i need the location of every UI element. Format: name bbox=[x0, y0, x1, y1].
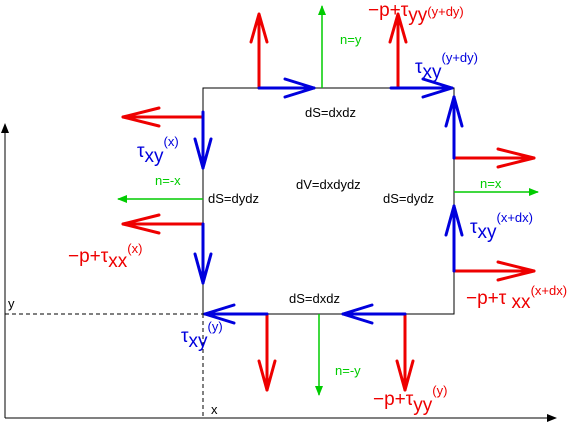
normal-bottom-label: n=-y bbox=[335, 363, 361, 378]
left-face-label: dS=dydz bbox=[208, 191, 259, 206]
blue-arrow-right-upper bbox=[444, 95, 464, 160]
top-face-label: dS=dxdz bbox=[305, 105, 356, 120]
red-arrow-bottom-right bbox=[395, 312, 415, 392]
volume-label: dV=dxdydz bbox=[296, 177, 361, 192]
tau-right-label: τxy(x+dx) bbox=[470, 210, 533, 243]
red-arrow-right-upper bbox=[452, 147, 536, 169]
tau-top-label: τxy(y+dy) bbox=[415, 50, 478, 83]
blue-arrow-right-lower bbox=[444, 204, 464, 273]
p-top-label: −p+τyy(y+dy) bbox=[368, 0, 464, 26]
p-bottom-label: −p+τyy(y) bbox=[373, 383, 447, 416]
tau-left-label: τxy(x) bbox=[137, 134, 179, 167]
normal-right-label: n=x bbox=[480, 176, 502, 191]
fluid-element bbox=[202, 87, 455, 315]
normal-top-label: n=y bbox=[340, 32, 362, 47]
right-face-label: dS=dydz bbox=[383, 191, 434, 206]
red-arrow-right-lower bbox=[452, 260, 536, 282]
blue-arrow-top-right bbox=[389, 77, 454, 99]
red-arrow-left-lower bbox=[121, 213, 205, 235]
blue-arrow-left-lower bbox=[193, 222, 213, 285]
red-arrow-bottom-left bbox=[257, 312, 277, 392]
red-arrow-top-left bbox=[249, 12, 269, 90]
blue-arrow-bottom-left bbox=[203, 303, 269, 325]
blue-arrow-top-left bbox=[257, 77, 316, 99]
blue-arrow-bottom-right bbox=[341, 303, 407, 325]
p-right-label: −p+τ xx(x+dx) bbox=[466, 283, 567, 313]
tau-bottom-label: τxy(y) bbox=[181, 319, 223, 352]
red-arrow-top-right bbox=[388, 12, 408, 90]
bottom-face-label: dS=dxdz bbox=[289, 291, 340, 306]
y-axis-label: y bbox=[8, 296, 15, 311]
blue-arrow-left-upper bbox=[193, 110, 213, 170]
red-arrow-left-upper bbox=[121, 106, 205, 128]
x-axis-label: x bbox=[211, 402, 218, 417]
normal-left-label: n=-x bbox=[155, 173, 181, 188]
p-left-label: −p+τxx(x) bbox=[68, 241, 142, 272]
